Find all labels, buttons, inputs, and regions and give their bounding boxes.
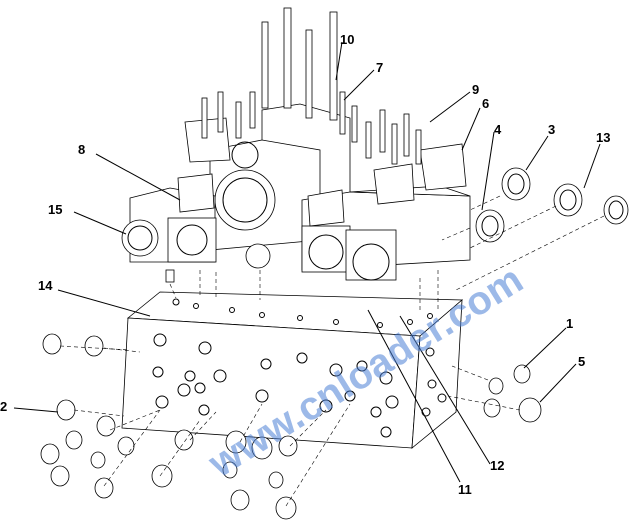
callout-labels: 10 7 9 6 8 15 4 3 13 14 1 5 2 12 11	[0, 32, 610, 497]
right-plugs	[483, 364, 542, 423]
projection-lines	[59, 195, 605, 507]
callout-7: 7	[376, 60, 383, 75]
callout-5: 5	[578, 354, 585, 369]
callout-4: 4	[494, 122, 502, 137]
callout-14: 14	[38, 278, 53, 293]
bolts	[201, 7, 422, 165]
callout-6: 6	[482, 96, 489, 111]
callout-9: 9	[472, 82, 479, 97]
callout-8: 8	[78, 142, 85, 157]
left-plugs	[42, 333, 104, 421]
callout-3: 3	[548, 122, 555, 137]
manifold-block	[121, 291, 464, 449]
callout-1: 1	[566, 316, 573, 331]
callout-13: 13	[596, 130, 610, 145]
callout-12: 12	[490, 458, 504, 473]
callout-10: 10	[340, 32, 354, 47]
valve-stack	[121, 103, 471, 283]
right-fittings	[475, 167, 629, 243]
callout-2: 2	[0, 399, 7, 414]
callout-11: 11	[458, 482, 472, 497]
callout-15: 15	[48, 202, 62, 217]
leader-lines	[13, 41, 601, 483]
lower-fittings	[40, 415, 298, 520]
